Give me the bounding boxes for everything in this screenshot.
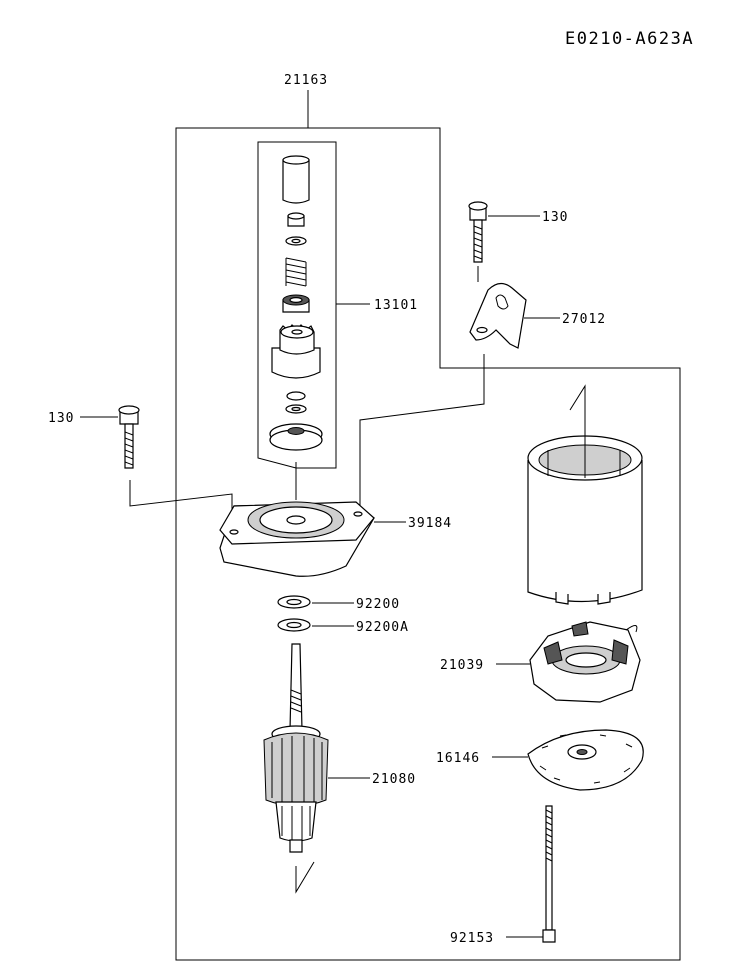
label-92153: 92153	[450, 931, 494, 946]
assembly-outline	[175, 90, 681, 961]
bolt-upper	[468, 201, 540, 263]
label-130-left: 130	[48, 411, 74, 426]
brush-holder	[496, 621, 641, 703]
armature	[263, 643, 370, 894]
pinion-kit-box	[257, 141, 370, 469]
label-130-upper: 130	[542, 210, 568, 225]
label-21080: 21080	[372, 772, 416, 787]
pinion-kit-parts	[269, 155, 323, 500]
yoke-housing	[527, 384, 643, 605]
bolt-left	[80, 405, 140, 469]
washer-92200	[277, 595, 354, 609]
label-39184: 39184	[408, 516, 452, 531]
through-bolt	[506, 805, 556, 943]
diagram-code: E0210-A623A	[565, 29, 694, 49]
end-plate	[492, 729, 644, 791]
label-27012: 27012	[562, 312, 606, 327]
assembly-guide-lines	[129, 354, 485, 522]
label-13101: 13101	[374, 298, 418, 313]
label-16146: 16146	[436, 751, 480, 766]
front-cover	[219, 501, 406, 577]
label-92200a: 92200A	[356, 620, 409, 635]
washer-92200a	[277, 618, 354, 632]
label-21163: 21163	[284, 73, 328, 88]
label-21039: 21039	[440, 658, 484, 673]
label-92200: 92200	[356, 597, 400, 612]
bracket	[469, 266, 560, 349]
